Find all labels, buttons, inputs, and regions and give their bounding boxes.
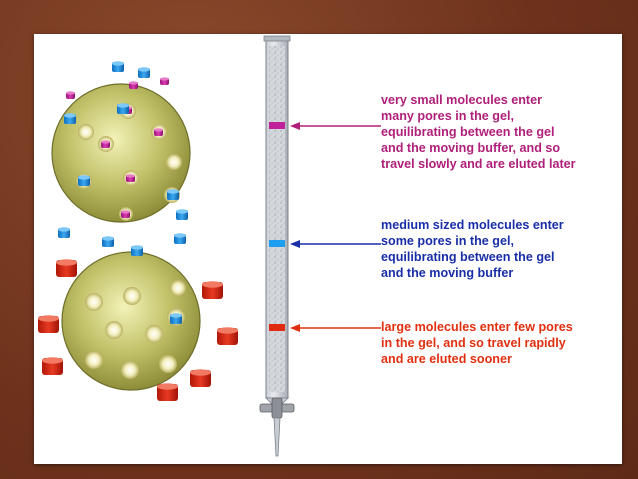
- caption-line: in the gel, and so travel rapidly: [381, 336, 566, 350]
- medium-molecule: [170, 313, 182, 324]
- caption-line: equilibrating between the gel: [381, 250, 555, 264]
- medium-molecule-band: [269, 240, 285, 247]
- medium-molecule: [58, 227, 70, 238]
- arrow-medium: [290, 240, 381, 248]
- medium-molecule: [112, 61, 124, 72]
- large-molecule: [217, 327, 238, 345]
- large-molecule: [190, 369, 211, 387]
- large-molecule: [202, 281, 223, 299]
- caption-line: many pores in the gel,: [381, 109, 514, 123]
- arrow-small: [290, 122, 381, 130]
- small-molecule-caption: very small molecules enter many pores in…: [381, 92, 576, 172]
- small-molecule: [121, 210, 130, 218]
- medium-molecule: [138, 67, 150, 78]
- large-molecule: [42, 357, 63, 375]
- caption-line: travel slowly and are eluted later: [381, 157, 576, 171]
- small-molecule: [160, 77, 169, 85]
- large-molecules: [38, 259, 238, 401]
- medium-molecule: [117, 103, 129, 114]
- caption-line: and the moving buffer: [381, 266, 514, 280]
- medium-molecule: [131, 245, 143, 256]
- gel-filtration-diagram: [38, 35, 381, 457]
- large-molecule-caption: large molecules enter few pores in the g…: [381, 319, 573, 367]
- medium-molecule: [102, 236, 114, 247]
- large-molecule: [38, 315, 59, 333]
- arrow-large: [290, 324, 381, 332]
- caption-line: and are eluted sooner: [381, 352, 512, 366]
- large-molecule-band: [269, 324, 285, 331]
- slide: very small molecules enter many pores in…: [34, 34, 622, 464]
- medium-molecule: [78, 175, 90, 186]
- medium-molecule: [64, 113, 76, 124]
- caption-line: medium sized molecules enter: [381, 218, 564, 232]
- medium-molecule: [167, 189, 179, 200]
- small-molecule: [66, 91, 75, 99]
- large-molecule: [157, 383, 178, 401]
- gel-bead-bottom: [61, 251, 201, 391]
- caption-line: equilibrating between the gel: [381, 125, 555, 139]
- medium-molecule-caption: medium sized molecules enter some pores …: [381, 217, 564, 281]
- small-molecule-band: [269, 122, 285, 129]
- chromatography-column: [259, 35, 295, 457]
- caption-line: large molecules enter few pores: [381, 320, 573, 334]
- large-molecule: [56, 259, 77, 277]
- small-molecule: [126, 174, 135, 182]
- medium-molecule: [176, 209, 188, 220]
- caption-line: and the moving buffer, and so: [381, 141, 561, 155]
- caption-line: very small molecules enter: [381, 93, 543, 107]
- medium-molecule: [174, 233, 186, 244]
- small-molecule: [101, 140, 110, 148]
- medium-molecules: [58, 61, 188, 324]
- small-molecule: [129, 81, 138, 89]
- small-molecule: [154, 128, 163, 136]
- caption-line: some pores in the gel,: [381, 234, 514, 248]
